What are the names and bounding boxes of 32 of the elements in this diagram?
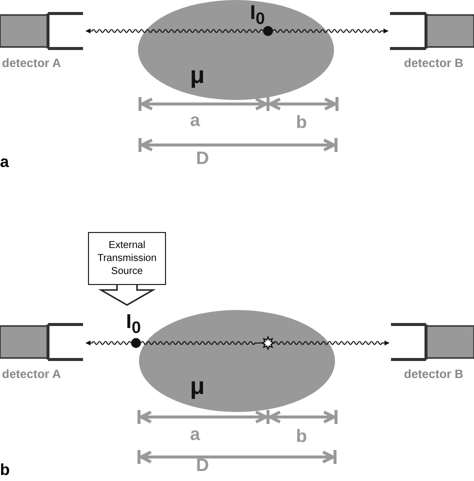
detector-label: detector B bbox=[404, 367, 464, 381]
attenuation-symbol: μ bbox=[190, 373, 205, 401]
detector-label: detector A bbox=[2, 56, 61, 70]
source-dot bbox=[131, 338, 141, 348]
dimension-label: b bbox=[296, 112, 307, 133]
photon-arrow bbox=[86, 340, 132, 346]
dimension-label: D bbox=[196, 455, 209, 476]
source-dot bbox=[263, 26, 273, 36]
body-ellipse bbox=[139, 310, 335, 412]
detector-drawing bbox=[390, 12, 474, 50]
panel-letter: a bbox=[0, 154, 9, 172]
panel-letter: b bbox=[0, 462, 10, 480]
attenuation-symbol: μ bbox=[190, 62, 205, 90]
photon-arrow bbox=[272, 28, 388, 34]
detector-label: detector A bbox=[2, 367, 61, 381]
detector-drawing bbox=[391, 323, 474, 361]
intensity-label: I$_{0}$ bbox=[250, 2, 265, 29]
detector-drawing bbox=[0, 323, 83, 361]
dimension-label: a bbox=[190, 424, 200, 445]
photon-arrow bbox=[274, 340, 390, 346]
block-arrow bbox=[98, 284, 156, 306]
dimension-label: a bbox=[190, 110, 200, 131]
body-ellipse bbox=[138, 0, 334, 100]
detector-label: detector B bbox=[404, 56, 464, 70]
source-box bbox=[88, 232, 166, 285]
annihilation-burst bbox=[262, 337, 274, 349]
intensity-label: I$_{0}$ bbox=[126, 311, 141, 338]
source-label: External Transmission Source bbox=[97, 239, 157, 278]
dimension-label: D bbox=[196, 148, 209, 169]
photon-arrow bbox=[86, 28, 264, 34]
detector-drawing bbox=[0, 12, 83, 50]
dimension-label: b bbox=[296, 426, 307, 447]
